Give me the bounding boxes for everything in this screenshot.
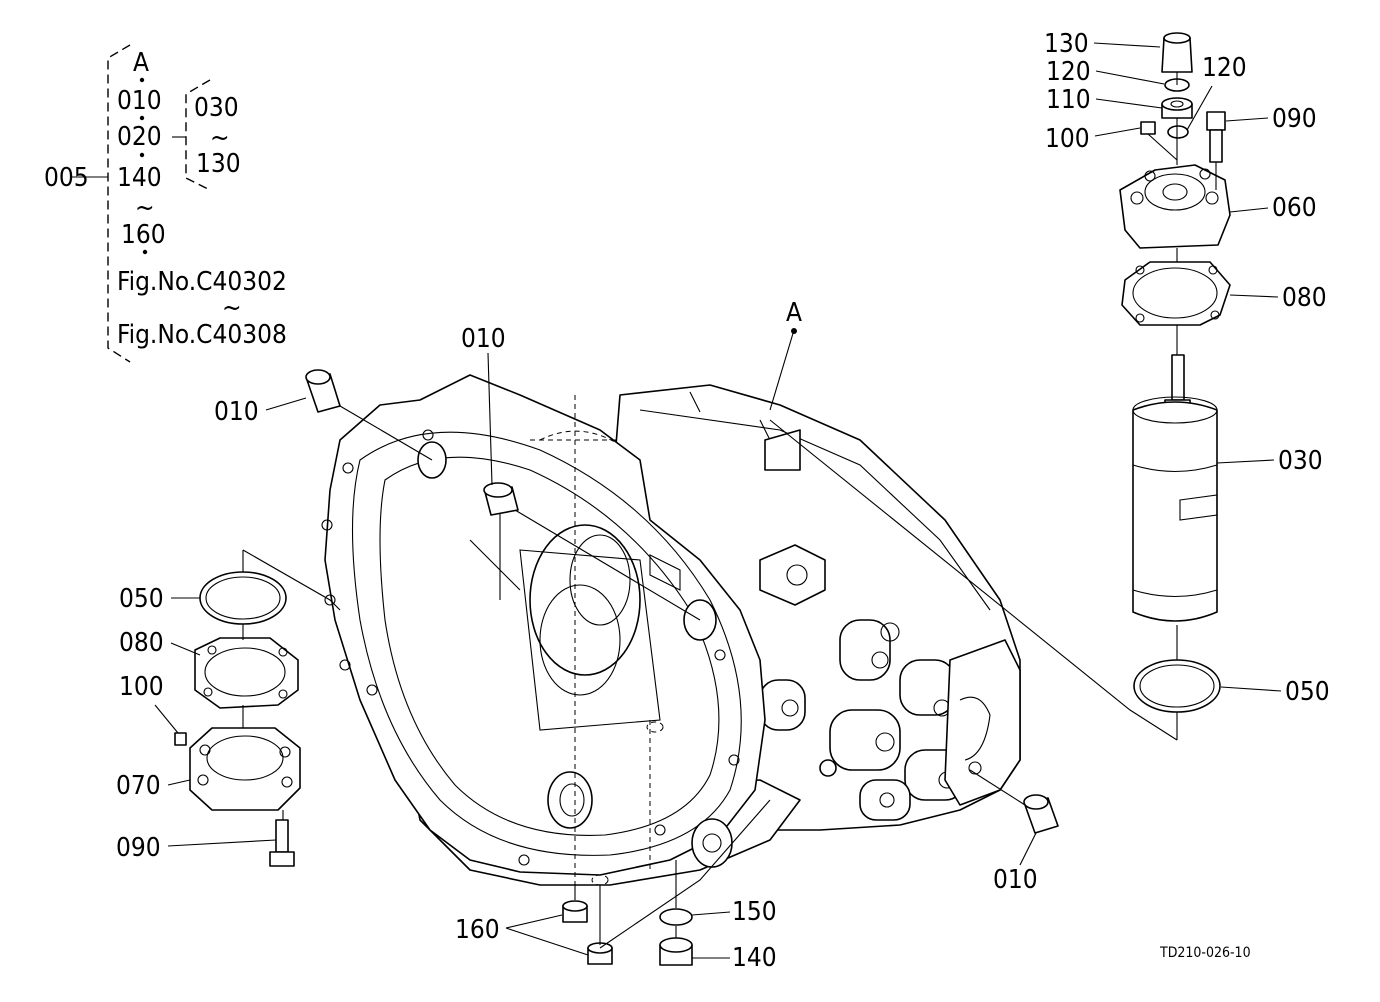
callout-070: 070 xyxy=(116,771,161,801)
figure-code: TD210-026-10 xyxy=(1159,945,1251,961)
callout-120-left: 120 xyxy=(1046,57,1091,87)
bottom-assembly xyxy=(562,799,771,966)
callout-050-right: 050 xyxy=(1285,677,1330,707)
callout-090-right: 090 xyxy=(1272,104,1317,134)
callout-150: 150 xyxy=(732,897,777,927)
tree-root-005: 005 xyxy=(44,163,89,193)
callout-060: 060 xyxy=(1272,193,1317,223)
top-right-assembly xyxy=(769,32,1231,741)
callout-090-left: 090 xyxy=(116,833,161,863)
tree-fig-start: Fig.No.C40302 xyxy=(117,267,287,297)
tree-item-020: 020 xyxy=(117,122,162,152)
callout-100-right: 100 xyxy=(1045,124,1090,154)
callout-140: 140 xyxy=(732,943,777,973)
tree-item-a: A xyxy=(133,48,149,78)
tree-sub-030: 030 xyxy=(194,93,239,123)
callout-110: 110 xyxy=(1046,85,1091,115)
callout-030: 030 xyxy=(1278,446,1323,476)
callout-080-right: 080 xyxy=(1282,283,1327,313)
callout-010-left: 010 xyxy=(214,397,259,427)
callout-120-right: 120 xyxy=(1202,53,1247,83)
tree-tilde-1: ~ xyxy=(135,193,155,223)
left-assembly xyxy=(174,369,1059,867)
tree-tilde-2: ~ xyxy=(222,293,242,323)
callout-130: 130 xyxy=(1044,29,1089,59)
callout-100-left: 100 xyxy=(119,672,164,702)
transmission-case-housing xyxy=(321,374,1021,900)
tree-item-010: 010 xyxy=(117,86,162,116)
callout-050-left: 050 xyxy=(119,584,164,614)
callout-010-right: 010 xyxy=(993,865,1038,895)
tree-item-160: 160 xyxy=(121,220,166,250)
parts-tree: 005 A 010 020 140 ~ 160 Fig.No.C40302 ~ … xyxy=(44,44,287,363)
tree-sub-tilde: ~ xyxy=(210,123,230,153)
callout-a: A xyxy=(786,298,802,328)
tree-item-140: 140 xyxy=(117,163,162,193)
callout-160: 160 xyxy=(455,915,500,945)
callout-080-left: 080 xyxy=(119,628,164,658)
tree-sub-130: 130 xyxy=(196,149,241,179)
callouts: 130 120 120 110 100 090 060 080 030 050 … xyxy=(116,29,1330,973)
tree-fig-end: Fig.No.C40308 xyxy=(117,320,287,350)
callout-010-top: 010 xyxy=(461,324,506,354)
